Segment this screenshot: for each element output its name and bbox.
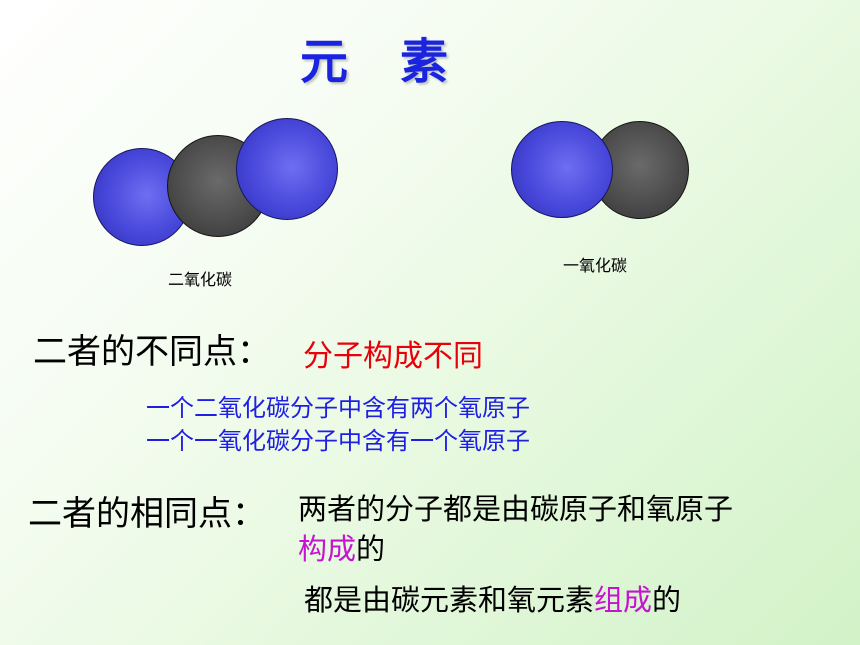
page-title: 元素 — [300, 34, 501, 90]
similarity-line-3: 都是由碳元素和氧元素组成的 — [304, 577, 681, 619]
similarity-line-1: 两者的分子都是由碳原子和氧原子 — [298, 492, 734, 526]
similarity-line-3-suffix: 的 — [652, 583, 682, 617]
co-oxygen-atom — [511, 121, 613, 218]
similarity-heading: 二者的相同点： — [28, 494, 266, 534]
similarity-line-2: 构成的 — [298, 526, 385, 568]
co2-oxygen-atom-right — [236, 118, 338, 220]
difference-detail-co2: 一个二氧化碳分子中含有两个氧原子 — [146, 394, 530, 422]
difference-detail-co: 一个一氧化碳分子中含有一个氧原子 — [146, 427, 530, 455]
difference-heading: 二者的不同点： — [33, 332, 271, 372]
difference-answer: 分子构成不同 — [303, 339, 483, 374]
highlight-composed-of-elements: 组成 — [594, 583, 653, 617]
co-label: 一氧化碳 — [563, 256, 628, 275]
similarity-line-2-rest: 的 — [356, 532, 386, 566]
co2-label: 二氧化碳 — [168, 270, 233, 289]
highlight-composed-of-atoms: 构成 — [298, 532, 357, 566]
similarity-line-3-prefix: 都是由碳元素和氧元素 — [304, 583, 595, 617]
